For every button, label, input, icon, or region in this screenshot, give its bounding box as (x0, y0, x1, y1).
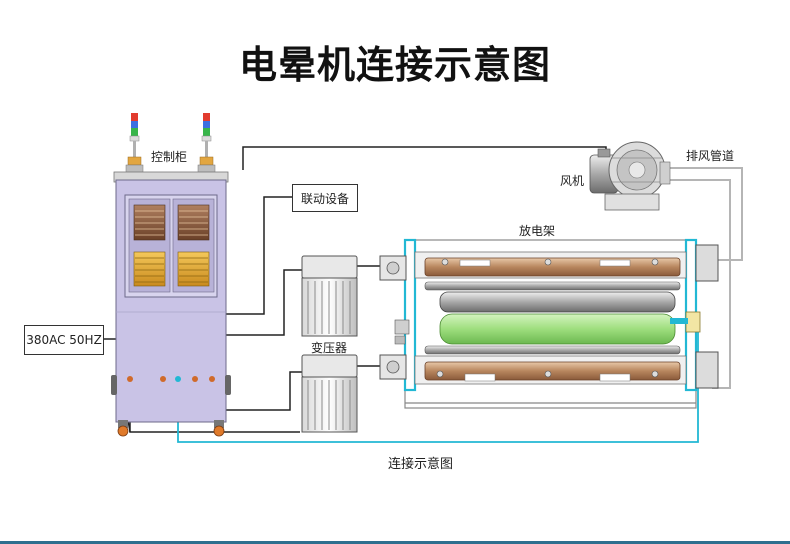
discharge-frame (379, 238, 719, 409)
signal-tower-right (197, 113, 216, 175)
upper-vents (133, 204, 210, 241)
blower (589, 141, 671, 211)
exhaust-duct (665, 167, 743, 389)
transformer-lower (301, 354, 358, 433)
control-cabinet-label: 控制柜 (151, 150, 188, 164)
blower-wire (242, 146, 607, 170)
lower-vents (133, 251, 210, 287)
blower-label: 风机 (560, 174, 585, 188)
transformer-upper (301, 255, 358, 337)
power-supply-box: 380AC 50HZ (24, 325, 104, 355)
transformer-label: 变压器 (311, 341, 348, 355)
linked-equipment-box: 联动设备 (292, 184, 358, 212)
page-title: 电晕机连接示意图 (238, 43, 551, 87)
exhaust-duct-label: 排风管道 (686, 149, 735, 163)
signal-tower-left (125, 113, 144, 175)
control-cabinet (111, 113, 231, 437)
discharge-frame-label: 放电架 (519, 224, 556, 238)
connection-diagram-label: 连接示意图 (388, 457, 454, 472)
bottom-border (0, 541, 790, 544)
